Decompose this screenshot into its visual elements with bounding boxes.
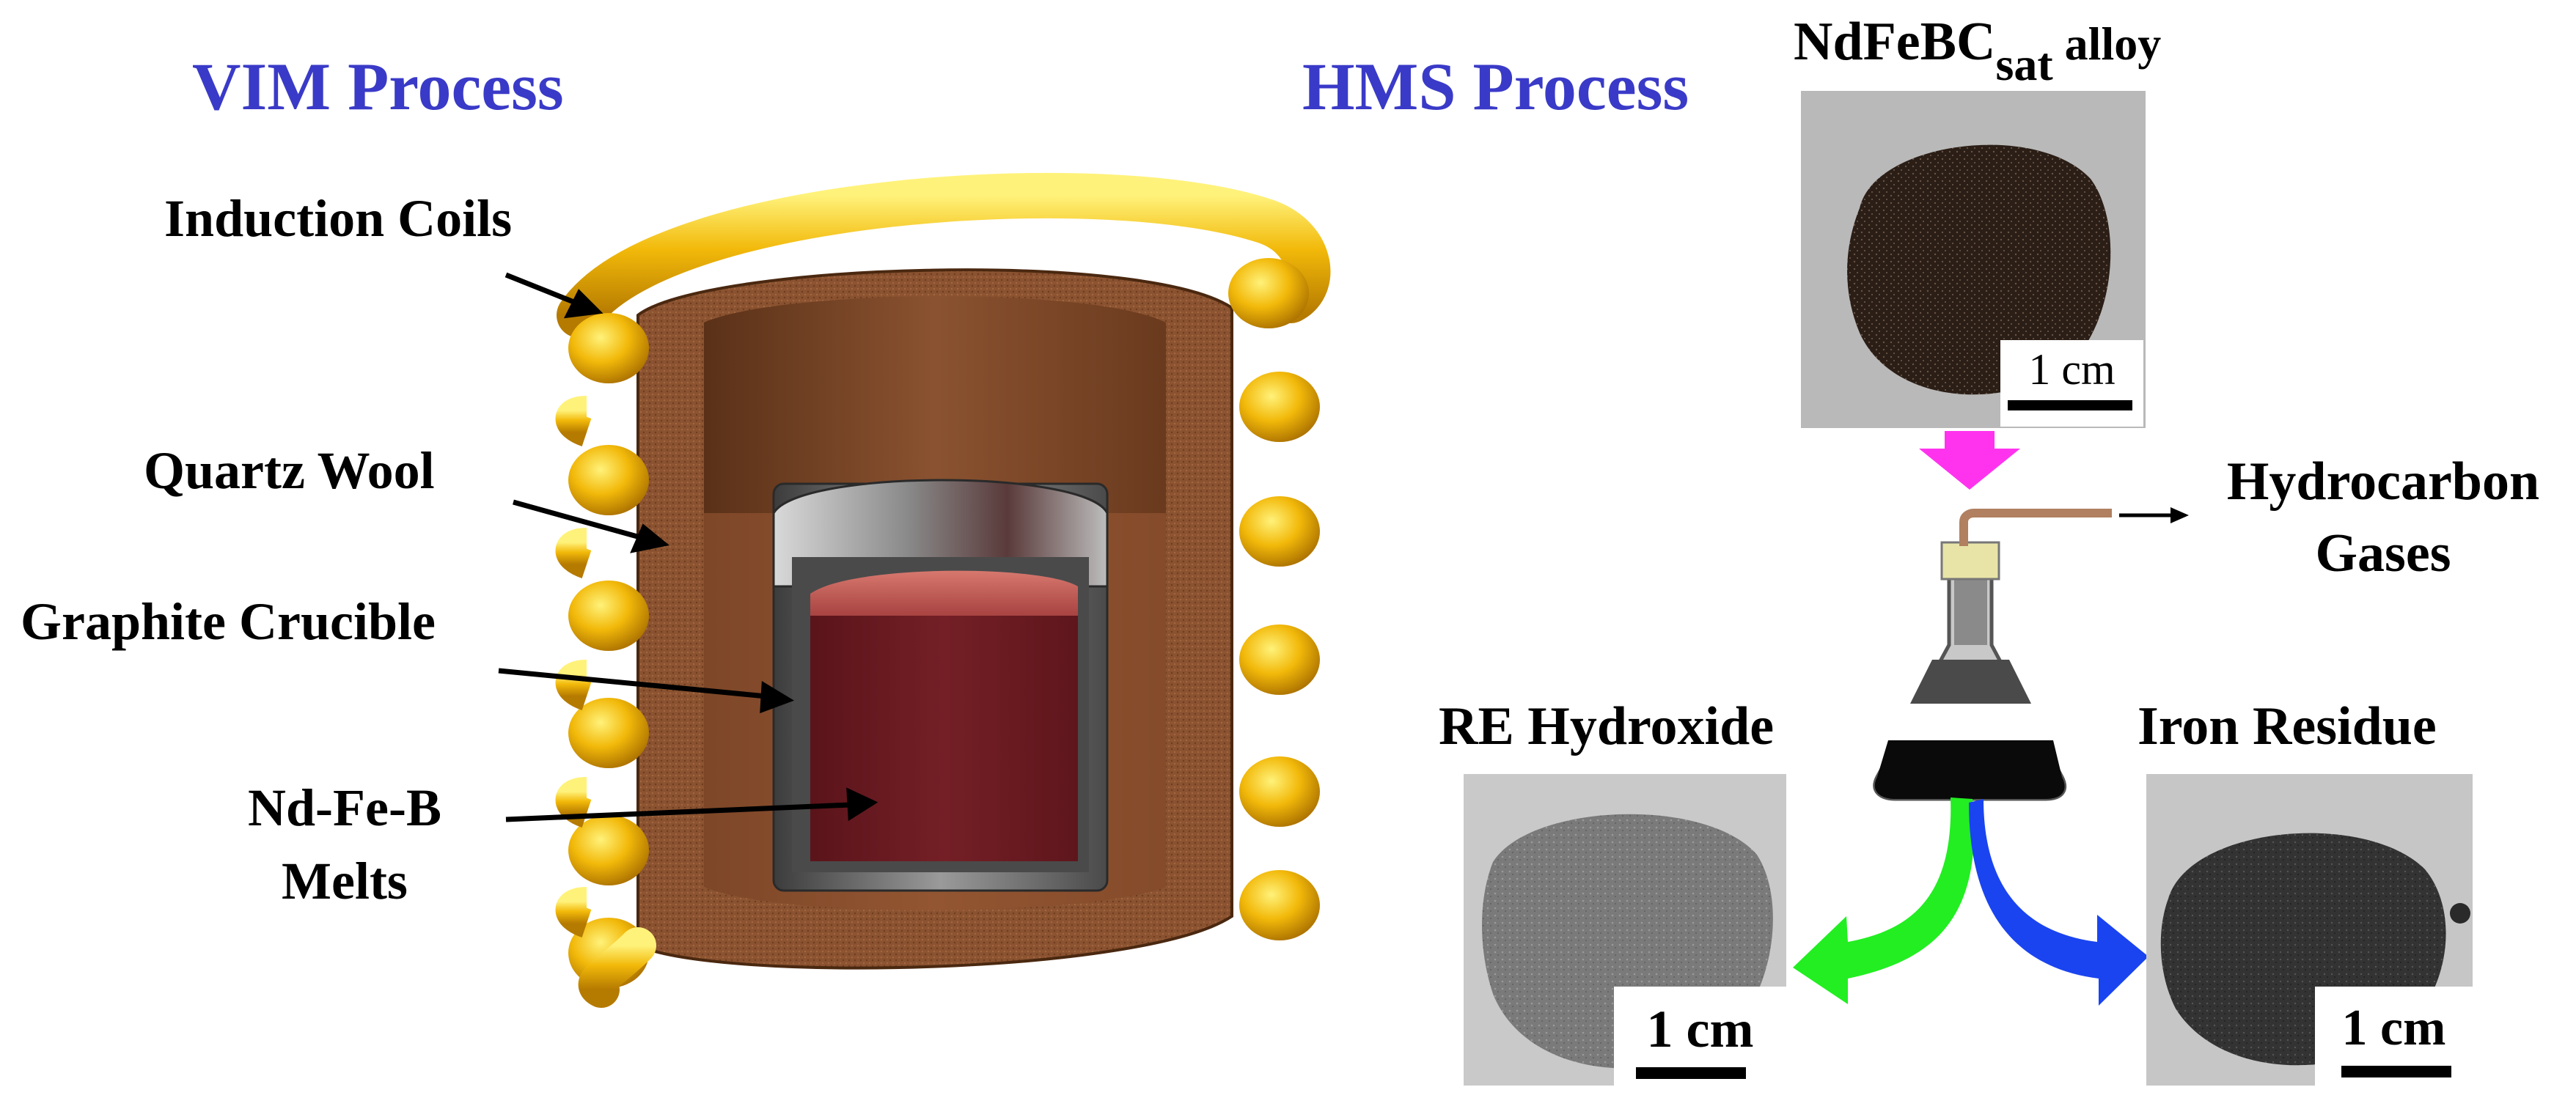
iron-residue-scale-text: 1 cm xyxy=(2341,1000,2446,1056)
label-re-hydroxide: RE Hydroxide xyxy=(1439,696,1775,756)
re-hydroxide-scale-bar xyxy=(1636,1067,1746,1079)
iron-residue-photo: 1 cm xyxy=(2146,774,2473,1086)
alloy-label: NdFeBCsat alloy xyxy=(1794,12,2162,88)
label-melts-line1: Nd-Fe-B xyxy=(248,778,441,837)
alloy-scale-text: 1 cm xyxy=(2028,345,2116,394)
alloy-label-tail: alloy xyxy=(2052,18,2162,70)
label-hydrocarbon: Hydrocarbon xyxy=(2226,452,2540,512)
coil-tail xyxy=(578,927,656,1008)
alloy-scale-box: 1 cm xyxy=(2000,340,2143,427)
down-arrow xyxy=(1919,431,2020,490)
iron-residue-scale-bar xyxy=(2341,1066,2451,1077)
right-arrow xyxy=(1969,799,2148,1006)
label-pointers xyxy=(498,272,878,822)
label-quartz-wool: Quartz Wool xyxy=(144,441,435,500)
label-iron-residue: Iron Residue xyxy=(2138,696,2437,756)
melt-top-surface xyxy=(810,570,1078,623)
re-hydroxide-scale-text: 1 cm xyxy=(1646,1000,1754,1058)
label-induction-coils: Induction Coils xyxy=(164,189,513,248)
re-hydroxide-scale-box: 1 cm xyxy=(1614,987,1786,1086)
melt-body xyxy=(810,616,1078,861)
flask-stopper xyxy=(1940,541,2000,581)
left-arrow xyxy=(1793,797,1975,1004)
alloy-scale-bar xyxy=(2008,400,2132,410)
alloy-label-sub: sat xyxy=(1995,38,2053,90)
gas-arrow xyxy=(2119,507,2189,523)
gas-tube xyxy=(1959,509,2112,546)
alloy-label-main: NdFeBC xyxy=(1794,12,1996,72)
erlenmeyer-flask xyxy=(1873,509,2112,801)
label-graphite-crucible: Graphite Crucible xyxy=(21,592,436,651)
coil-top-arc xyxy=(557,172,1331,338)
re-hydroxide-photo: 1 cm xyxy=(1464,774,1786,1086)
iron-residue-scale-box: 1 cm xyxy=(2315,987,2473,1086)
vim-process-title: VIM Process xyxy=(192,49,564,124)
hms-process-title: HMS Process xyxy=(1302,49,1689,124)
label-gases: Gases xyxy=(2315,523,2451,583)
coil-loops-right xyxy=(1228,258,1320,940)
alloy-photo: 1 cm xyxy=(1801,91,2146,428)
label-melts-line2: Melts xyxy=(282,852,408,910)
alloy-powder-pile xyxy=(1847,144,2111,395)
